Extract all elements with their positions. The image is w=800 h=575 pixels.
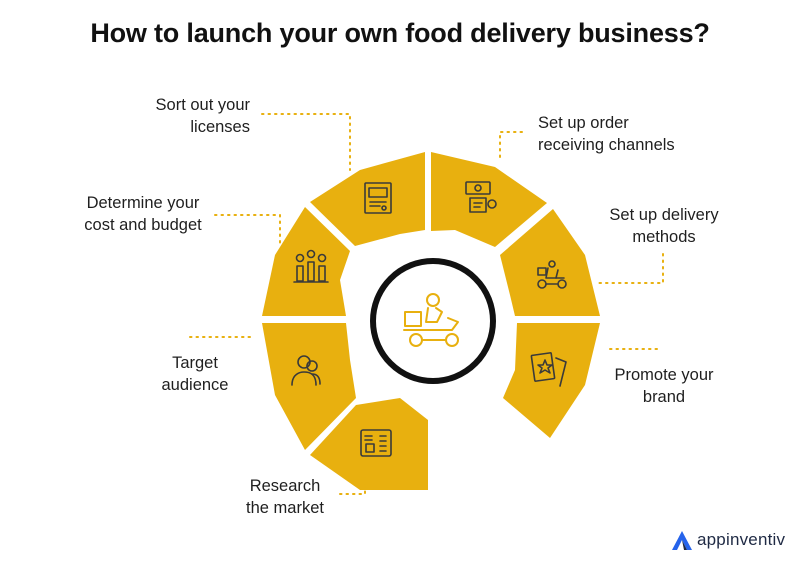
appinventiv-logo: appinventiv <box>670 526 785 554</box>
leader-cost-budget <box>214 214 281 246</box>
leader-delivery-methods <box>594 253 664 284</box>
segment-order-channels <box>431 152 547 247</box>
segment-promote-brand <box>503 323 600 438</box>
leader-order-channels <box>499 131 523 163</box>
segment-licenses <box>310 152 425 246</box>
segment-cost-budget <box>262 207 350 316</box>
budget-chart-icon <box>293 249 329 283</box>
order-money-icon <box>465 181 497 213</box>
segment-target-audience <box>262 323 356 450</box>
leader-research-market <box>339 477 366 495</box>
market-research-icon <box>360 429 392 457</box>
target-audience-icon <box>291 355 321 386</box>
brand-promotion-icon <box>530 352 567 387</box>
leader-licenses <box>261 113 351 171</box>
delivery-scooter-icon <box>537 260 567 289</box>
appinventiv-logo-icon <box>672 531 692 550</box>
scooter-delivery-rider-icon <box>403 293 459 347</box>
page-title: How to launch your own food delivery bus… <box>90 18 710 48</box>
logo-text: appinventiv <box>697 530 786 549</box>
license-document-icon <box>364 182 392 214</box>
